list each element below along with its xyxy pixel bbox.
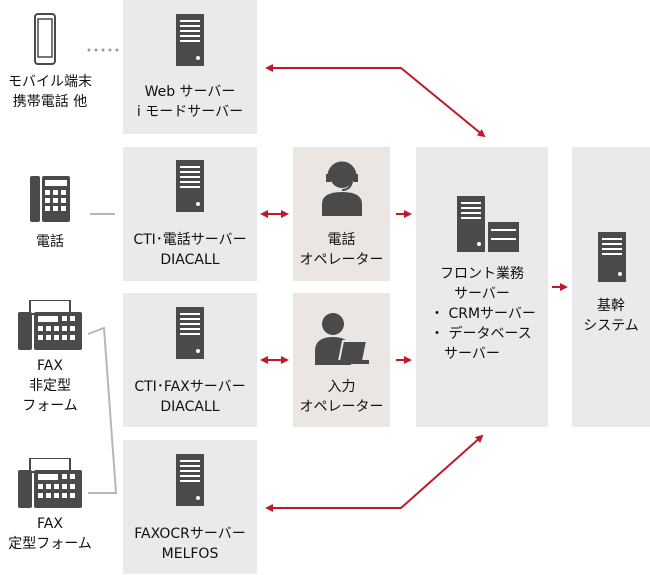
front-server-label-line: サーバー <box>454 286 510 302</box>
phone-operator-label-line: 電話 <box>327 232 356 248</box>
faxocr-server-label-line: MELFOS <box>161 546 219 562</box>
faxocr-server-label-line: FAXOCRサーバー <box>134 526 246 542</box>
phone-operator-label-line: オペレーター <box>299 252 384 268</box>
server-tower-icon <box>176 14 204 66</box>
input-operator-label: 入力 オペレーター <box>293 377 390 417</box>
cti-fax-server-label: CTI･FAXサーバー DIACALL <box>123 377 257 417</box>
phone-label-line: 電話 <box>36 234 64 250</box>
core-system-box <box>572 147 650 427</box>
cti-phone-server-label: CTI･電話サーバー DIACALL <box>123 230 257 270</box>
cti-phone-server-label-line: DIACALL <box>160 252 220 268</box>
mobile-label-line: モバイル端末 <box>8 74 92 90</box>
faxocr-server-label: FAXOCRサーバー MELFOS <box>123 524 257 564</box>
fax-machine-icon <box>18 300 82 350</box>
core-system-label: 基幹 システム <box>572 296 650 336</box>
fax-fixed-label-line: FAX <box>37 516 63 532</box>
web-server-label: Web サーバー i モードサーバー <box>123 82 257 122</box>
cti-fax-server-label-line: DIACALL <box>160 399 220 415</box>
front-server-label-line: ・ CRMサーバー <box>430 306 536 322</box>
front-server-label-line: フロント業務 <box>440 266 524 282</box>
server-tower-icon <box>176 307 204 359</box>
fax-free-label: FAX 非定型 フォーム <box>0 356 100 416</box>
front-server-label-line: ・ データベース <box>430 326 532 342</box>
faxocr-arrow <box>265 434 484 512</box>
phone-operator-label: 電話 オペレーター <box>293 230 390 270</box>
input-operator-label-line: 入力 <box>327 379 356 395</box>
front-server-label: フロント業務 サーバー ・ CRMサーバー ・ データベース サーバー <box>416 264 548 364</box>
web-server-label-line: Web サーバー <box>144 84 236 100</box>
desk-phone-icon <box>30 176 70 222</box>
cti-phone-server-label-line: CTI･電話サーバー <box>133 232 247 248</box>
server-tower-icon <box>176 454 204 506</box>
fax-machine-icon <box>18 458 82 508</box>
fax-fixed-label: FAX 定型フォーム <box>0 514 100 554</box>
web-server-label-line: i モードサーバー <box>136 104 244 120</box>
mobile-phone-icon <box>34 13 56 65</box>
input-operator-label-line: オペレーター <box>299 399 384 415</box>
mobile-label: モバイル端末 携帯電話 他 <box>0 72 100 112</box>
fax-free-label-line: 非定型 <box>29 378 71 394</box>
front-server-box <box>416 147 548 427</box>
fax-free-label-line: フォーム <box>22 398 78 414</box>
front-server-label-line: サーバー <box>430 346 500 362</box>
core-system-label-line: 基幹 <box>597 298 625 314</box>
cti-fax-server-label-line: CTI･FAXサーバー <box>134 379 246 395</box>
fax-fixed-label-line: 定型フォーム <box>8 536 92 552</box>
headset-operator-icon <box>322 161 362 216</box>
server-tower-icon <box>176 160 204 212</box>
mobile-label-line: 携帯電話 他 <box>12 94 88 110</box>
web-arrow <box>265 64 486 138</box>
fax-free-label-line: FAX <box>37 358 63 374</box>
fax-connector <box>87 326 118 494</box>
server-tower-icon <box>598 232 626 282</box>
mobile-dots <box>87 48 119 52</box>
server-rack-icon <box>457 196 519 252</box>
phone-label: 電話 <box>0 232 100 252</box>
laptop-operator-icon <box>315 313 369 365</box>
core-system-label-line: システム <box>583 318 639 334</box>
